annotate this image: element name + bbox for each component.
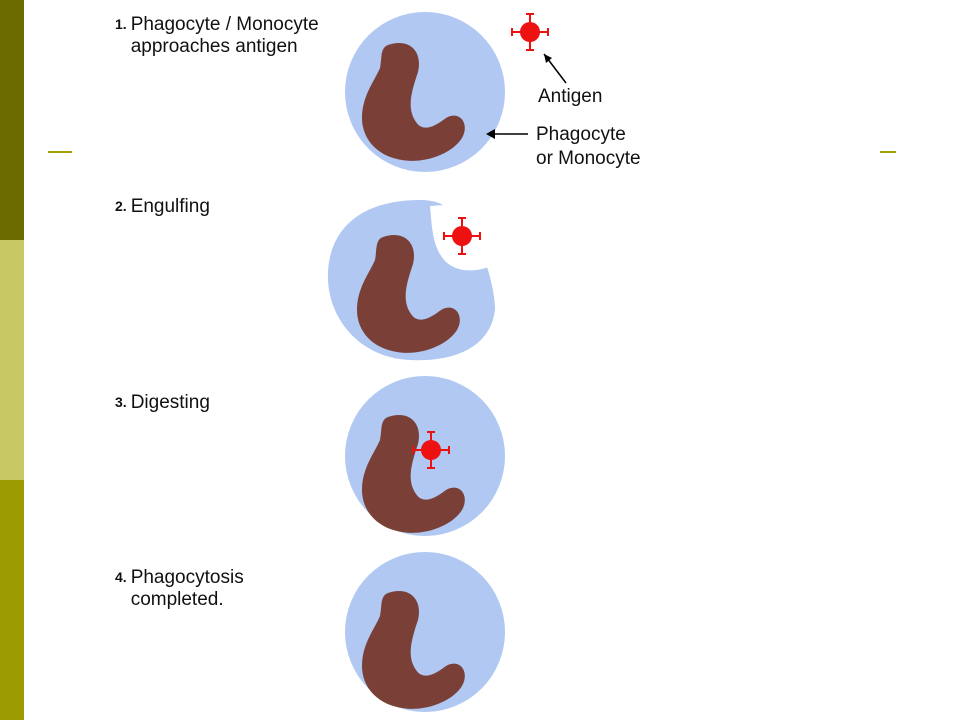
arrowhead-icon: [544, 54, 552, 63]
step2-figure: [327, 199, 512, 361]
sidebar-band-middle: [0, 240, 24, 480]
slide-sidebar: [0, 0, 24, 720]
antigen-label: Antigen: [538, 86, 603, 107]
step-text: Phagocyte / Monocyte approaches antigen: [130, 14, 319, 57]
step-3-caption: 3. Digesting: [115, 392, 210, 414]
arrowhead-icon: [486, 129, 495, 139]
step-text: Engulfing: [130, 196, 210, 217]
antigen-particle: [511, 13, 549, 51]
step4-figure: [345, 552, 505, 712]
step-number: 2.: [115, 198, 127, 214]
title-rule-left: [48, 151, 72, 153]
step3-figure: [345, 376, 505, 536]
step-2-caption: 2. Engulfing: [115, 196, 210, 218]
step1-figure: [345, 12, 567, 172]
step-number: 4.: [115, 569, 127, 585]
step-number: 1.: [115, 16, 127, 32]
sidebar-band-bottom: [0, 480, 24, 720]
step-1-caption: 1. Phagocyte / Monocyte approaches antig…: [115, 14, 319, 58]
step-text: Digesting: [130, 392, 210, 413]
step-4-caption: 4. Phagocytosis completed.: [115, 567, 244, 611]
sidebar-band-top: [0, 0, 24, 240]
title-rule-right: [880, 151, 896, 153]
step-text: Phagocytosis completed.: [130, 567, 244, 610]
phagocyte-label: Phagocyte or Monocyte: [536, 124, 641, 169]
step-number: 3.: [115, 394, 127, 410]
